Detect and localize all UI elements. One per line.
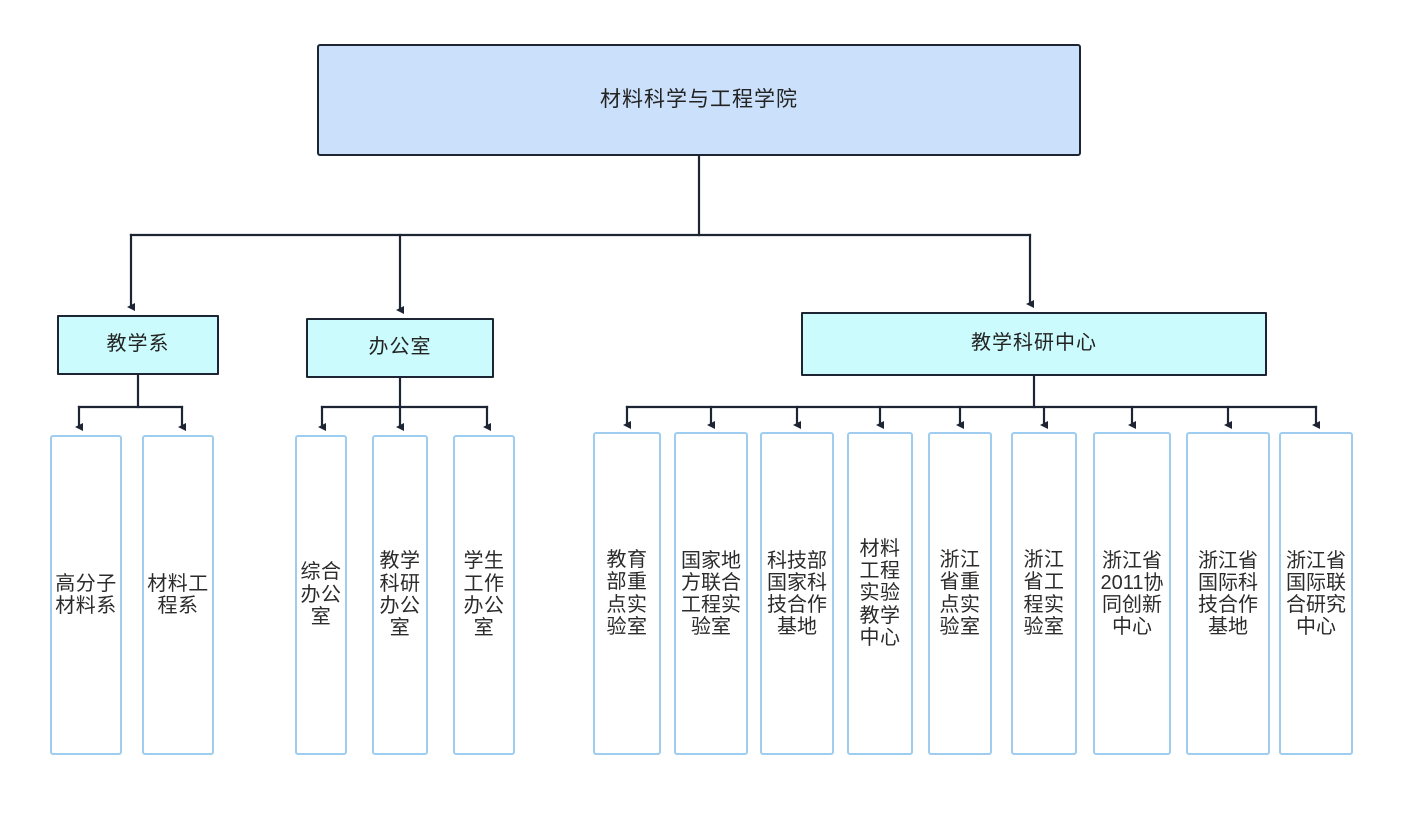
node-zhejiang-2011-collaborative-innovation-center-label: 浙江省2011协同创新中心 <box>1100 549 1164 638</box>
node-most-national-sci-tech-cooperation-base-label: 科技部国家科技合作基地 <box>767 549 827 638</box>
node-teaching-departments[interactable]: 教学系 <box>57 315 219 375</box>
node-moe-key-laboratory-label: 教育部重点实验室 <box>606 548 648 638</box>
node-zhejiang-2011-collaborative-innovation-center[interactable]: 浙江省2011协同创新中心 <box>1093 432 1171 755</box>
node-student-affairs-office-label: 学生工作办公室 <box>463 550 505 640</box>
node-materials-engineering-department[interactable]: 材料工程系 <box>142 435 214 755</box>
node-zhejiang-international-joint-research-center[interactable]: 浙江省国际联合研究中心 <box>1279 432 1353 755</box>
node-materials-engineering-experimental-teaching-center[interactable]: 材料工程实验教学中心 <box>847 432 913 755</box>
node-teaching-research-center[interactable]: 教学科研中心 <box>801 312 1267 376</box>
node-office-label: 办公室 <box>368 336 432 359</box>
node-zhejiang-engineering-laboratory-label: 浙江省工程实验室 <box>1023 548 1065 638</box>
node-zhejiang-key-laboratory-label: 浙江省重点实验室 <box>939 548 981 638</box>
node-zhejiang-engineering-laboratory[interactable]: 浙江省工程实验室 <box>1011 432 1077 755</box>
node-polymer-materials-department-label: 高分子材料系 <box>55 572 117 617</box>
node-materials-engineering-experimental-teaching-center-label: 材料工程实验教学中心 <box>859 537 901 650</box>
node-polymer-materials-department[interactable]: 高分子材料系 <box>50 435 122 755</box>
node-zhejiang-international-sci-tech-cooperation-base-label: 浙江省国际科技合作基地 <box>1198 549 1258 638</box>
node-materials-engineering-department-label: 材料工程系 <box>147 572 209 617</box>
node-zhejiang-international-joint-research-center-label: 浙江省国际联合研究中心 <box>1286 549 1346 638</box>
node-root[interactable]: 材料科学与工程学院 <box>317 44 1081 156</box>
node-office[interactable]: 办公室 <box>306 318 494 378</box>
node-teaching-research-center-label: 教学科研中心 <box>971 332 1097 355</box>
node-general-office-label: 综合办公室 <box>300 561 342 629</box>
node-moe-key-laboratory[interactable]: 教育部重点实验室 <box>593 432 661 755</box>
node-root-label: 材料科学与工程学院 <box>600 87 798 111</box>
node-general-office[interactable]: 综合办公室 <box>295 435 347 755</box>
node-student-affairs-office[interactable]: 学生工作办公室 <box>453 435 515 755</box>
node-teaching-research-office-label: 教学科研办公室 <box>379 550 421 640</box>
node-most-national-sci-tech-cooperation-base[interactable]: 科技部国家科技合作基地 <box>760 432 834 755</box>
node-teaching-research-office[interactable]: 教学科研办公室 <box>372 435 428 755</box>
node-zhejiang-key-laboratory[interactable]: 浙江省重点实验室 <box>928 432 992 755</box>
node-national-local-joint-engineering-laboratory[interactable]: 国家地方联合工程实验室 <box>674 432 748 755</box>
node-national-local-joint-engineering-laboratory-label: 国家地方联合工程实验室 <box>681 549 741 638</box>
node-teaching-departments-label: 教学系 <box>106 333 170 356</box>
node-zhejiang-international-sci-tech-cooperation-base[interactable]: 浙江省国际科技合作基地 <box>1186 432 1270 755</box>
